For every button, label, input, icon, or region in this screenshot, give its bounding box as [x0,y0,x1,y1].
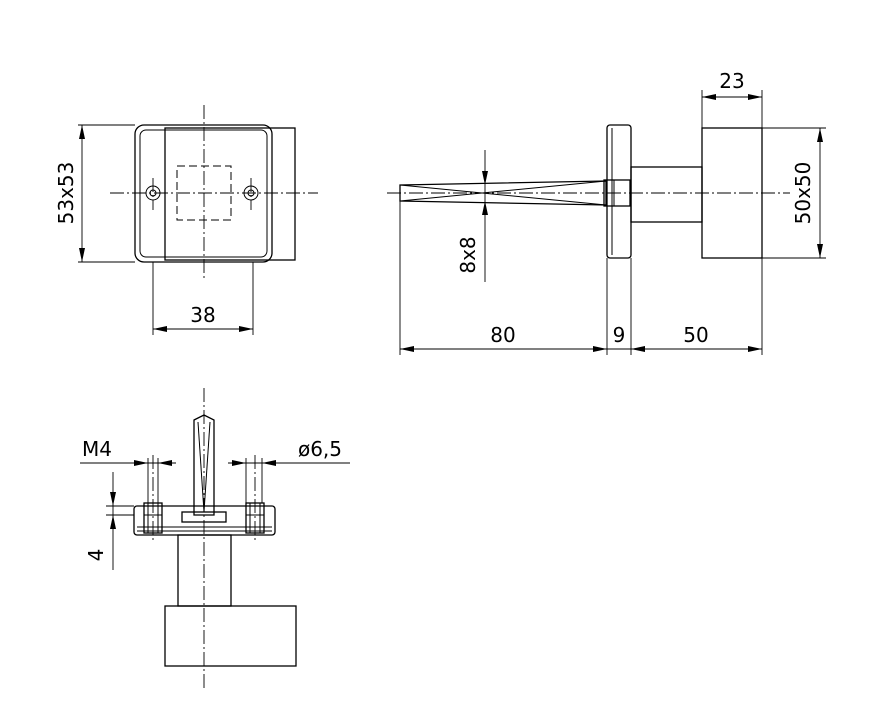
side-neck [630,166,703,223]
label-38: 38 [190,303,215,327]
top-view: M4 ø6,5 4 [80,388,350,690]
dimension-23: 23 [701,69,763,128]
front-outer-plate [134,124,273,263]
label-9: 9 [613,323,626,347]
label-53x53: 53x53 [54,162,78,225]
side-view: 8x8 80 9 50 23 [387,69,826,355]
label-80: 80 [490,323,515,347]
dimension-m4: M4 [80,437,176,503]
label-4: 4 [84,549,108,562]
dimension-38: 38 [152,262,254,335]
label-m4: M4 [82,437,112,461]
dimension-53x53: 53x53 [54,124,135,263]
label-50x50: 50x50 [791,162,815,225]
label-8x8: 8x8 [456,236,480,273]
front-inner-plate [139,129,268,258]
front-view: 53x53 38 [54,105,318,335]
top-head [164,605,297,667]
top-neck [177,534,232,607]
dimension-diameter: ø6,5 [228,437,350,503]
label-23: 23 [719,69,744,93]
front-housing [164,127,296,261]
dimension-8x8: 8x8 [456,150,488,282]
label-diameter: ø6,5 [298,437,342,461]
dimension-4: 4 [84,472,134,570]
dimension-50x50: 50x50 [762,127,826,259]
top-probe [193,414,215,516]
side-flange [606,124,632,259]
dimension-chain-bottom: 80 9 50 [399,201,763,355]
label-50: 50 [683,323,708,347]
